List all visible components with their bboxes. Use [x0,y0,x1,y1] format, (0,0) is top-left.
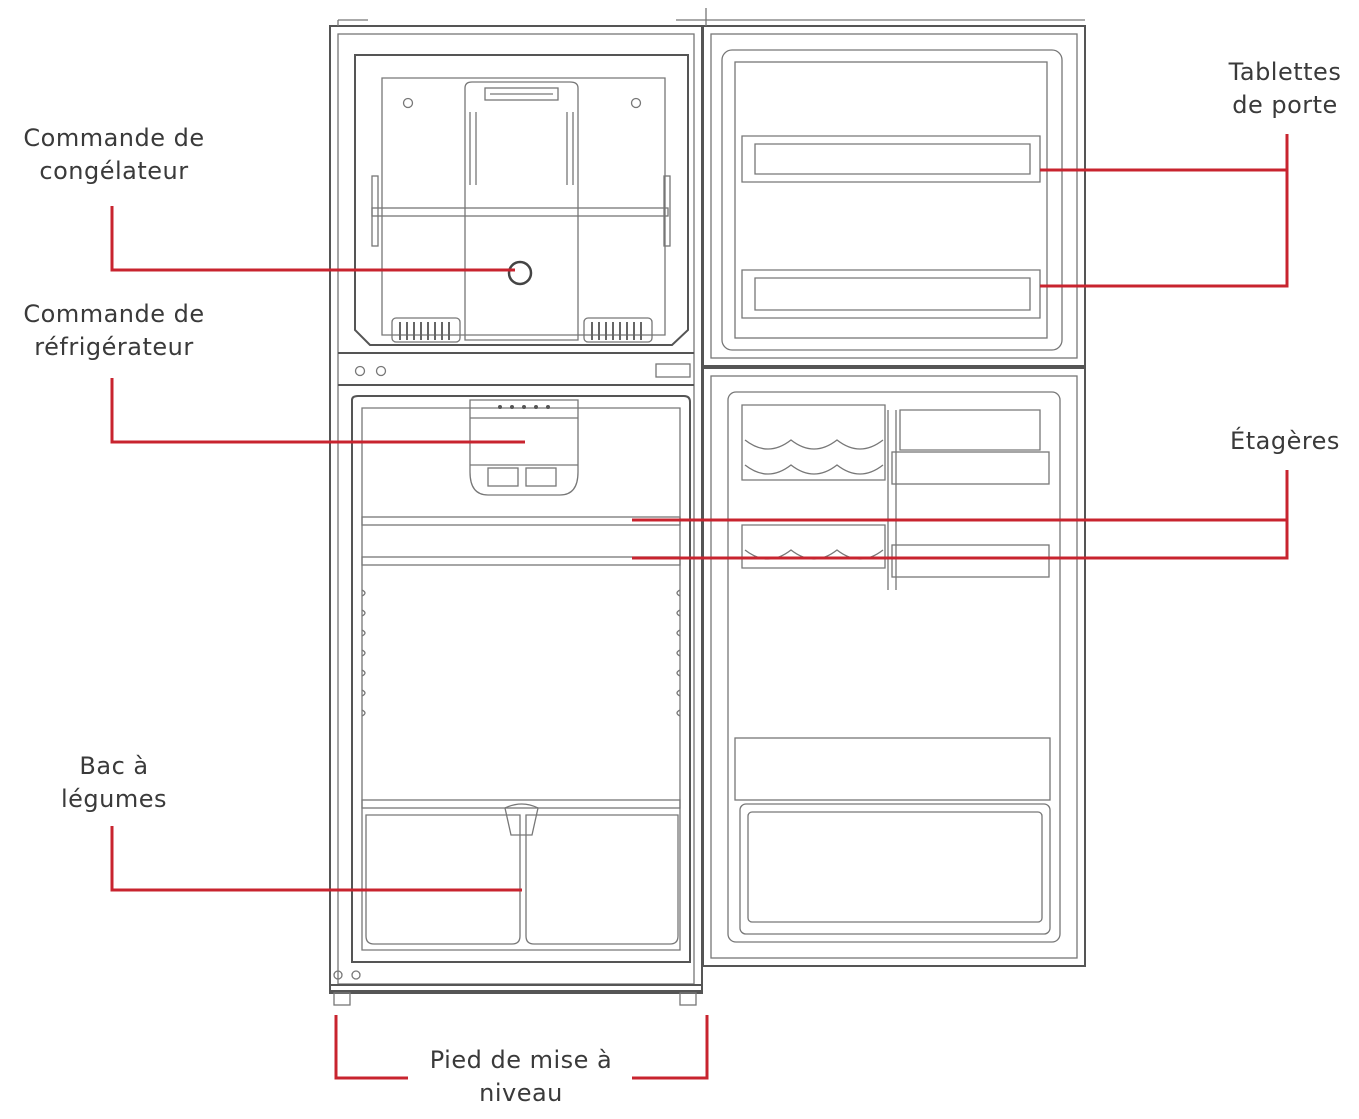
divider-strip [338,352,694,386]
label-fridge-control: Commande de réfrigérateur [0,298,228,364]
door-bin [739,803,1051,935]
fridge-compartment [351,395,691,963]
leveling-feet [329,970,703,1006]
leader-freezer-control [110,206,515,272]
leader-shelves [632,470,1289,560]
freezer-door [676,8,1086,367]
fridge-control-housing [469,399,579,496]
label-line: Commande de [23,300,205,328]
door-tray [741,269,1041,319]
label-line: de porte [1232,91,1338,119]
label-crisper: Bac à légumes [0,750,228,816]
label-door-shelves: Tablettes de porte [1200,56,1359,122]
label-freezer-control: Commande de congélateur [0,122,228,188]
door-bin [734,737,1051,801]
leader-door-shelves [1040,134,1289,288]
leader-lines [110,134,1289,1080]
fridge-shelf [361,556,681,566]
cabinet [329,19,703,992]
door-tray [741,135,1041,183]
label-line: légumes [60,785,168,813]
label-line: congélateur [39,157,189,185]
label-line: Étagères [1230,427,1340,455]
freezer-compartment [354,54,689,346]
label-shelves: Étagères [1200,425,1359,458]
label-line: Bac à [79,752,149,780]
leader-leveling-foot [334,1015,709,1080]
freezer-control-knob [507,260,533,286]
leader-fridge-control [110,378,525,444]
label-line: Commande de [23,124,205,152]
label-line: Tablettes [1228,58,1342,86]
label-line: niveau [479,1079,563,1107]
crisper-drawer-left [365,814,521,945]
label-leveling-foot: Pied de mise à niveau [396,1044,646,1110]
crisper-drawer-right [525,814,679,945]
label-line: réfrigérateur [34,333,194,361]
fridge-door [702,367,1086,967]
label-line: Pied de mise à [429,1046,613,1074]
leader-crisper [110,826,522,892]
